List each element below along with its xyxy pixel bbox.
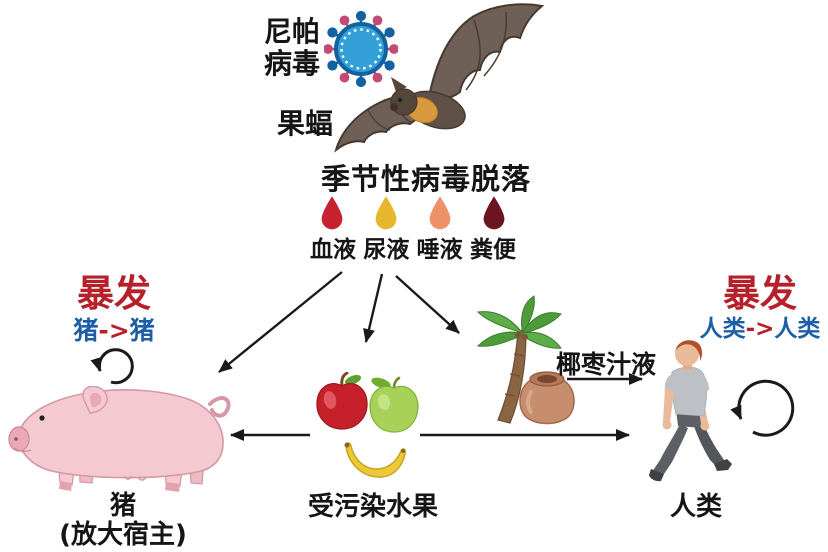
pig-route-label: 猪->猪 — [73, 315, 155, 345]
pig-label: 猪 — [109, 491, 136, 521]
clay-pot-icon — [519, 371, 575, 425]
human-caption: 人类 — [669, 492, 722, 522]
banana-icon — [344, 442, 406, 478]
fruit-bat-illustration — [334, 3, 545, 153]
nipah-virus-label: 尼帕病毒 — [264, 15, 321, 81]
pig-caption: 猪 (放大宿主) — [13, 491, 233, 551]
urine-label: 尿液 — [363, 237, 410, 263]
urine-droplet-icon — [375, 196, 397, 230]
red-apple-icon — [316, 372, 368, 430]
arrow-secretions-to-palm — [395, 275, 460, 334]
green-apple-icon — [369, 376, 419, 433]
human-cycle-arrow — [730, 379, 795, 437]
saliva-droplet-icon — [429, 196, 451, 230]
shedding-title: 季节性病毒脱落 — [321, 162, 532, 196]
blood-label: 血液 — [310, 237, 356, 263]
feces-droplet-icon — [483, 196, 505, 230]
pig-outbreak-title: 暴发 — [77, 272, 151, 315]
human-illustration — [649, 340, 732, 482]
human-route-label: 人类->人类 — [699, 315, 821, 342]
human-outbreak-block: 暴发 人类->人类 — [692, 272, 828, 343]
pig-outbreak-block: 暴发 猪->猪 — [50, 272, 178, 346]
palm-tree-icon — [476, 295, 562, 424]
human-outbreak-title: 暴发 — [723, 272, 797, 315]
fruit-bat-label: 果蝠 — [277, 107, 334, 140]
fruit-caption: 受污染水果 — [307, 492, 438, 522]
virus-icon — [324, 10, 398, 88]
pig-illustration — [8, 386, 231, 492]
arrow-secretions-to-pig — [218, 271, 343, 373]
feces-label: 粪便 — [469, 237, 516, 263]
secretion-labels: 血液 尿液 唾液 粪便 — [310, 230, 516, 264]
secretion-droplets — [319, 192, 507, 230]
blood-droplet-icon — [321, 196, 343, 230]
palm-sap-label: 椰枣汁液 — [556, 350, 657, 379]
pig-cycle-arrow — [90, 348, 134, 385]
arrow-secretions-to-fruit — [363, 273, 384, 343]
pig-sublabel: (放大宿主) — [59, 520, 187, 551]
saliva-label: 唾液 — [416, 237, 463, 263]
